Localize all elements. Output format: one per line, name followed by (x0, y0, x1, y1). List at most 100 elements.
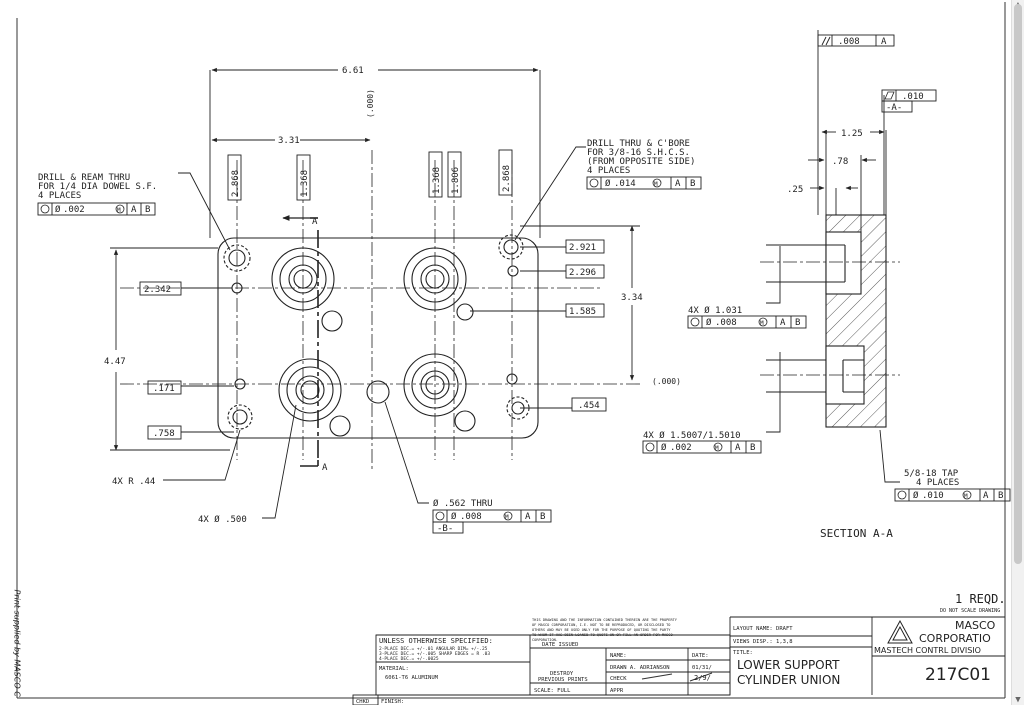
tb-title-line2: CYLINDER UNION (737, 673, 840, 687)
dim-454: .454 (578, 401, 600, 411)
fcf-dowel-datum-a: A (131, 205, 137, 215)
dim-hole-1031: 4X Ø 1.031 (688, 305, 742, 316)
dim-758: .758 (153, 429, 175, 439)
dim-ordinate-zero-top: (.000) (366, 89, 375, 118)
dim-25: .25 (787, 185, 803, 195)
tb-proprietary-4: TO WHOM IT HAS BEEN LOANED TO QUOTE ON O… (532, 633, 673, 637)
dim-1368-right: 1.368 (432, 167, 442, 194)
svg-text:M: M (654, 181, 658, 188)
section-mark-top: A (312, 217, 318, 227)
dim-1806: 1.806 (451, 167, 461, 194)
no-scale-note: DO NOT SCALE DRAWING (940, 608, 1000, 614)
dim-y-boxes: 2.921 2.296 1.585 .454 2.342 .171 .758 (139, 239, 607, 440)
tb-tol-3place: 3-PLACE DEC.= +/-.005 SHARP EDGES = R .0… (379, 651, 490, 657)
dim-2296: 2.296 (569, 268, 596, 278)
section-view (760, 30, 900, 428)
fcf-center-datum-b: B (540, 512, 545, 522)
dim-1368-left: 1.368 (300, 170, 310, 197)
tb-appr: APPR (610, 688, 624, 694)
fcf-shcs-tol: .014 (614, 179, 636, 189)
note-shcs-line2: FOR 3/8-16 S.H.C.S. (587, 148, 690, 158)
note-tap-line1: 5/8-18 TAP (904, 469, 959, 479)
note-center-hole: Ø .562 THRU (433, 498, 493, 509)
dowel-hole-bottom-left (227, 404, 253, 430)
svg-text:Ø: Ø (706, 317, 712, 328)
tb-layout-name: LAYOUT NAME: DRAFT (733, 626, 793, 632)
title-block (352, 616, 1005, 705)
tb-company-1: MASCO (955, 619, 996, 632)
fcf-flatness-tol: .010 (902, 92, 924, 102)
tb-division: MASTECH CONTRL DIVISIO (874, 646, 981, 655)
vertical-scrollbar[interactable]: ▲ ▼ (1011, 0, 1024, 705)
tb-date-issued: DATE ISSUED (542, 642, 578, 648)
fcf-c15007: Ø .002 M A B (642, 440, 762, 454)
checker-signature (641, 673, 673, 680)
fcf-tap-datum-b: B (998, 491, 1003, 501)
company-logo (887, 619, 913, 644)
tb-check: CHECK (610, 676, 627, 682)
dim-1585: 1.585 (569, 307, 596, 317)
fcf-c15007-datum-b: B (750, 443, 755, 453)
svg-text:Ø: Ø (661, 442, 667, 453)
tb-tol-2place: 2-PLACE DEC.= +/-.01 ANGULAR DIM= +/-.25 (379, 646, 488, 652)
dowel-hole-top-right (498, 234, 524, 260)
plan-view (120, 150, 640, 470)
plan-dimension-lines (110, 67, 640, 451)
scrollbar-thumb[interactable] (1014, 4, 1022, 564)
fcf-center-datum-a: A (525, 512, 531, 522)
plate-outline (217, 237, 539, 439)
fcf-tap-tol: .010 (922, 491, 944, 501)
tb-material: 6061-T6 ALUMINUM (385, 675, 439, 681)
dim-hole-500: 4X Ø .500 (198, 514, 247, 525)
dim-2868-left: 2.868 (231, 170, 241, 197)
fcf-parallel-datum: A (881, 37, 887, 47)
section-mark-bottom: A (322, 463, 328, 473)
tb-name-label: NAME: (610, 653, 627, 659)
dim-171: .171 (153, 384, 175, 394)
dim-2342: 2.342 (144, 285, 171, 295)
tb-proprietary-2: OF MASCO CORPORATION, I.E. NOT TO BE REP… (532, 623, 670, 627)
note-shcs-line4: 4 PLACES (587, 166, 630, 176)
fcf-dowel-tol: .002 (63, 205, 85, 215)
dim-2921: 2.921 (569, 243, 596, 253)
fcf-c15007-datum-a: A (735, 443, 741, 453)
fcf-c1031-datum-a: A (780, 318, 786, 328)
tb-check-date: 2/9/ (694, 674, 711, 682)
tb-proprietary-5: CORPORATION. (532, 638, 558, 642)
fcf-c1031: Ø .008 M A B (687, 315, 807, 329)
fcf-shcs-datum-a: A (675, 179, 681, 189)
tb-company-2: CORPORATIO (919, 632, 991, 645)
dim-overall-width: 6.61 (342, 66, 364, 76)
fcf-c15007-tol: .002 (670, 443, 692, 453)
date-signature (689, 672, 713, 682)
fcf-dowel: Ø .002 M A B (37, 202, 156, 216)
fcf-c1031-tol: .008 (715, 318, 737, 328)
svg-text:Ø: Ø (605, 178, 611, 189)
cbore-hole-bottom-left (278, 358, 342, 422)
note-shcs-line3: (FROM OPPOSITE SIDE) (587, 157, 695, 167)
tb-unless: UNLESS OTHERWISE SPECIFIED: (379, 637, 493, 645)
dim-height-334: 3.34 (621, 293, 643, 303)
section-title: SECTION A-A (820, 527, 893, 540)
svg-text:M: M (117, 207, 121, 214)
note-dowel-line2: FOR 1/4 DIA DOWEL S.F. (38, 182, 157, 192)
dim-radius: 4X R .44 (112, 477, 155, 487)
note-dowel-line1: DRILL & REAM THRU (38, 173, 130, 183)
dim-x-boxes: 2.868 1.368 1.368 1.806 2.868 (227, 149, 513, 201)
svg-text:Ø: Ø (451, 511, 457, 522)
tb-drawn-date: 01/31/ (692, 665, 712, 671)
tb-proprietary-1: THIS DRAWING AND THE INFORMATION CONTAIN… (532, 618, 678, 622)
print-supplied-note: Print supplied by MASCO C (12, 589, 22, 697)
fcf-center: Ø .008 M A B -B- (432, 509, 552, 534)
tb-part-number: 217C01 (925, 665, 991, 685)
tb-destroy-2: PREVIOUS PRINTS (538, 677, 588, 683)
dim-78: .78 (832, 157, 848, 167)
scroll-down-arrow-icon[interactable]: ▼ (1015, 695, 1021, 705)
fcf-center-tol: .008 (460, 512, 482, 522)
dim-125: 1.25 (841, 129, 863, 139)
tb-date-label: DATE: (692, 653, 709, 659)
leader-lines (163, 146, 900, 519)
fcf-tap-datum-a: A (983, 491, 989, 501)
fcf-parallel-tol: .008 (838, 37, 860, 47)
